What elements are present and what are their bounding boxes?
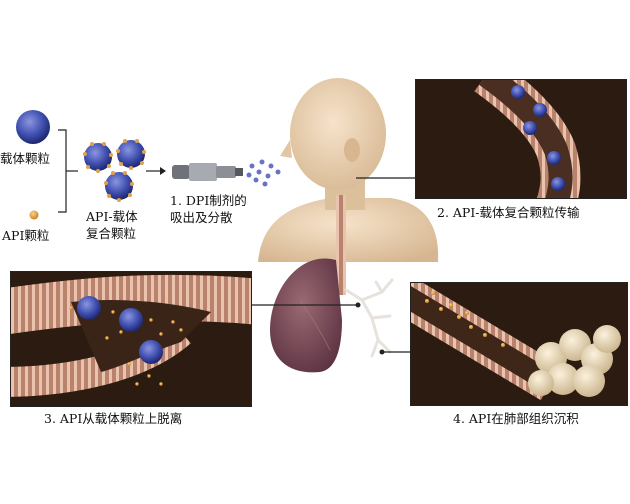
panel-transport xyxy=(415,79,627,199)
arrow-icon xyxy=(160,167,166,175)
lung-graphic xyxy=(270,258,342,372)
human-bust-illustration xyxy=(258,78,438,262)
composite-label-line1: API-载体 xyxy=(86,209,138,225)
panel-deposition xyxy=(410,282,628,406)
panel-detachment xyxy=(10,271,252,407)
composite-label-line2: 复合颗粒 xyxy=(86,226,136,242)
api-label: API颗粒 xyxy=(2,228,49,244)
step2-label: 2. API-载体复合颗粒传输 xyxy=(437,205,580,221)
step1-label-line2: 吸出及分散 xyxy=(170,210,233,226)
composite-particles-icon xyxy=(83,139,146,202)
step3-label: 3. API从载体颗粒上脱离 xyxy=(44,411,182,427)
inhaler-icon xyxy=(172,163,243,181)
dispersed-particles-icon xyxy=(247,160,281,187)
carrier-label: 载体颗粒 xyxy=(0,151,50,167)
step1-label-line1: 1. DPI制剂的 xyxy=(170,193,247,209)
bracket-line xyxy=(58,130,66,212)
bronchial-tree-graphic xyxy=(346,280,392,356)
api-particle-icon xyxy=(30,211,39,220)
step4-label: 4. API在肺部组织沉积 xyxy=(453,411,579,427)
carrier-particle-icon xyxy=(16,110,50,144)
